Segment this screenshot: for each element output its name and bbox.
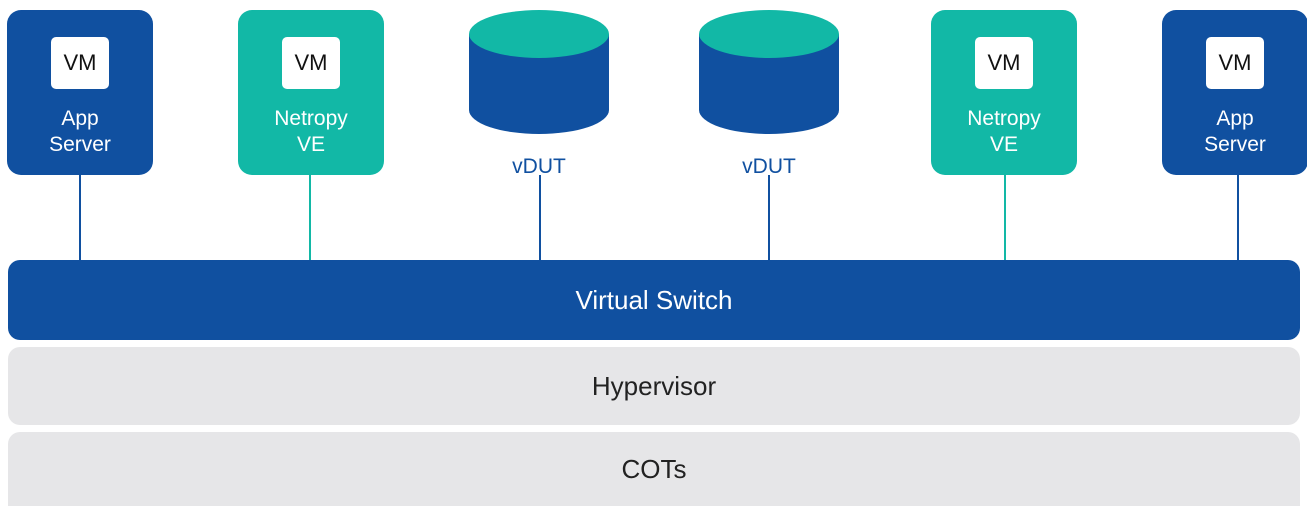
app-server-node: VM App Server [7,10,153,175]
vdut-database-node: vDUT [698,10,840,178]
connector-line [79,175,81,260]
hypervisor-layer: Hypervisor [8,347,1300,425]
connector-line [1237,175,1239,260]
vdut-database-node: vDUT [468,10,610,178]
app-server-node: VM App Server [1162,10,1307,175]
netropy-ve-node: VM Netropy VE [931,10,1077,175]
vm-badge: VM [975,37,1033,89]
node-label: Netropy VE [274,107,348,156]
connector-line [768,175,770,260]
vm-badge: VM [282,37,340,89]
database-icon [469,10,609,134]
vm-badge: VM [51,37,109,89]
connector-line [309,175,311,260]
node-label: Netropy VE [967,107,1041,156]
netropy-ve-node: VM Netropy VE [238,10,384,175]
node-label: vDUT [512,155,566,178]
connector-line [539,175,541,260]
virtual-switch-layer: Virtual Switch [8,260,1300,340]
database-icon [699,10,839,134]
node-label: App Server [1204,107,1266,156]
connector-line [1004,175,1006,260]
vm-badge: VM [1206,37,1264,89]
node-label: App Server [49,107,111,156]
cots-layer: COTs [8,432,1300,506]
node-label: vDUT [742,155,796,178]
